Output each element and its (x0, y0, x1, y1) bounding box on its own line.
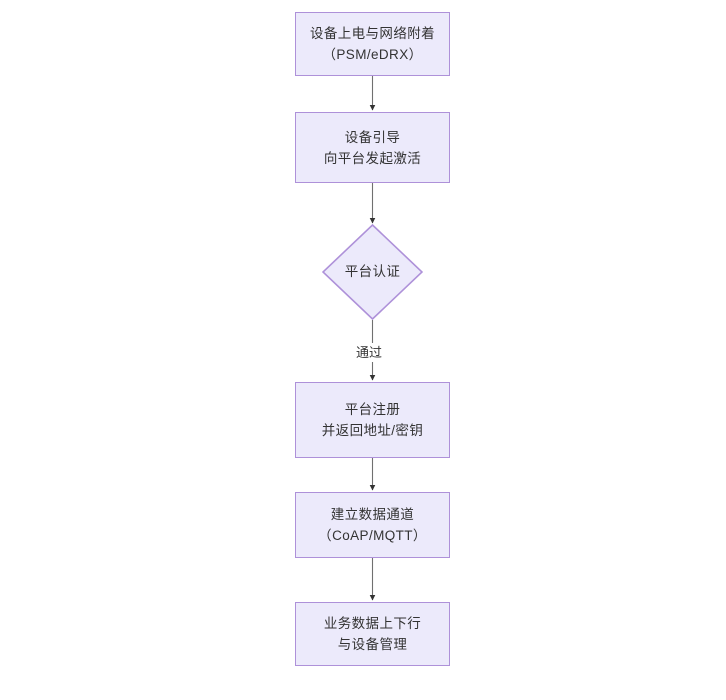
node-data-channel[interactable]: 建立数据通道 （CoAP/MQTT） (295, 492, 450, 558)
edge-label-text: 通过 (356, 345, 383, 360)
node-label-line1: 平台认证 (344, 264, 401, 279)
node-label-line2: 与设备管理 (337, 637, 408, 652)
diamond-shape (322, 224, 423, 320)
node-label-line2: 并返回地址/密钥 (321, 423, 424, 438)
node-label-line1: 建立数据通道 (330, 507, 415, 522)
node-label-line1: 设备上电与网络附着 (309, 26, 436, 41)
node-label-line2: （PSM/eDRX） (322, 47, 423, 62)
node-label-line1: 平台注册 (344, 402, 401, 417)
node-label-line1: 业务数据上下行 (323, 616, 422, 631)
node-device-bootstrap[interactable]: 设备引导 向平台发起激活 (295, 112, 450, 183)
node-business-data[interactable]: 业务数据上下行 与设备管理 (295, 602, 450, 666)
node-device-power-on[interactable]: 设备上电与网络附着 （PSM/eDRX） (295, 12, 450, 76)
node-label-line1: 设备引导 (344, 129, 401, 145)
node-label-line2: （CoAP/MQTT） (318, 528, 427, 543)
edge-label-pass: 通过 (353, 343, 386, 362)
node-platform-register[interactable]: 平台注册 并返回地址/密钥 (295, 382, 450, 458)
node-label-line2: 向平台发起激活 (323, 150, 422, 166)
node-platform-auth[interactable]: 平台认证 (322, 224, 423, 320)
